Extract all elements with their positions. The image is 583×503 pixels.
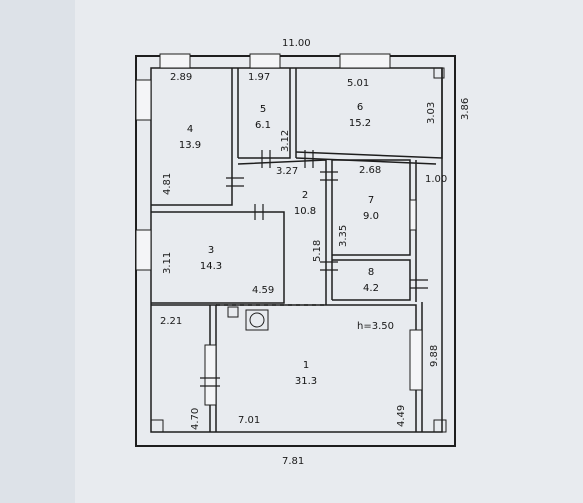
room-3-number: 3: [208, 245, 214, 256]
dim-right-strip: 1.00: [425, 174, 447, 185]
dim-room3-width: 4.59: [252, 285, 274, 296]
room-6-area: 15.2: [349, 118, 371, 129]
dim-porch-width: 2.21: [160, 316, 182, 327]
paper-sheet: [75, 0, 583, 503]
windows: [135, 53, 423, 406]
room-2-number: 2: [302, 190, 308, 201]
dim-outer-bottom: 7.81: [282, 456, 304, 467]
dimension-labels: 11.00 7.81 3.86 h=3.50 2.89 4.81 1.97 3.…: [160, 38, 471, 467]
fixtures: [150, 67, 447, 433]
dim-room3-height: 3.11: [162, 252, 173, 274]
room-8-area: 4.2: [363, 283, 379, 294]
room-labels: 4 13.9 5 6.1 6 15.2 2 10.8 7 9.0 3 14.3 …: [179, 102, 379, 387]
dim-corridor-width: 3.27: [276, 166, 298, 177]
room-8-number: 8: [368, 267, 374, 278]
room-1-number: 1: [303, 360, 309, 371]
dim-porch-height: 4.70: [190, 408, 201, 430]
room-6-number: 6: [357, 102, 363, 113]
ceiling-height-label: h=3.50: [357, 321, 394, 332]
room-4-area: 13.9: [179, 140, 201, 151]
room-1-area: 31.3: [295, 376, 317, 387]
dim-room4-width: 2.89: [170, 72, 192, 83]
dim-outer-right: 3.86: [460, 98, 471, 120]
dim-room5-width: 1.97: [248, 72, 270, 83]
dim-room5-height: 3.12: [280, 130, 291, 152]
dim-room6-width: 5.01: [347, 78, 369, 89]
dim-room4-height: 4.81: [162, 173, 173, 195]
dim-room1-width: 7.01: [238, 415, 260, 426]
dim-room1-height: 4.49: [396, 405, 407, 427]
room-5-number: 5: [260, 104, 266, 115]
dim-room7-width: 2.68: [359, 165, 381, 176]
room-7-area: 9.0: [363, 211, 379, 222]
dim-room6-height: 3.03: [426, 102, 437, 124]
interior-walls: [151, 68, 443, 432]
door-marks: [200, 150, 428, 387]
room-2-area: 10.8: [294, 206, 316, 217]
dim-room1-right-height: 9.88: [429, 345, 440, 367]
room-5-area: 6.1: [255, 120, 271, 131]
room-7-number: 7: [368, 195, 374, 206]
dim-room7-height: 3.35: [338, 225, 349, 247]
room-3-area: 14.3: [200, 261, 222, 272]
room-4-number: 4: [187, 124, 193, 135]
dim-outer-top: 11.00: [282, 38, 311, 49]
dim-corridor-height: 5.18: [312, 240, 323, 262]
